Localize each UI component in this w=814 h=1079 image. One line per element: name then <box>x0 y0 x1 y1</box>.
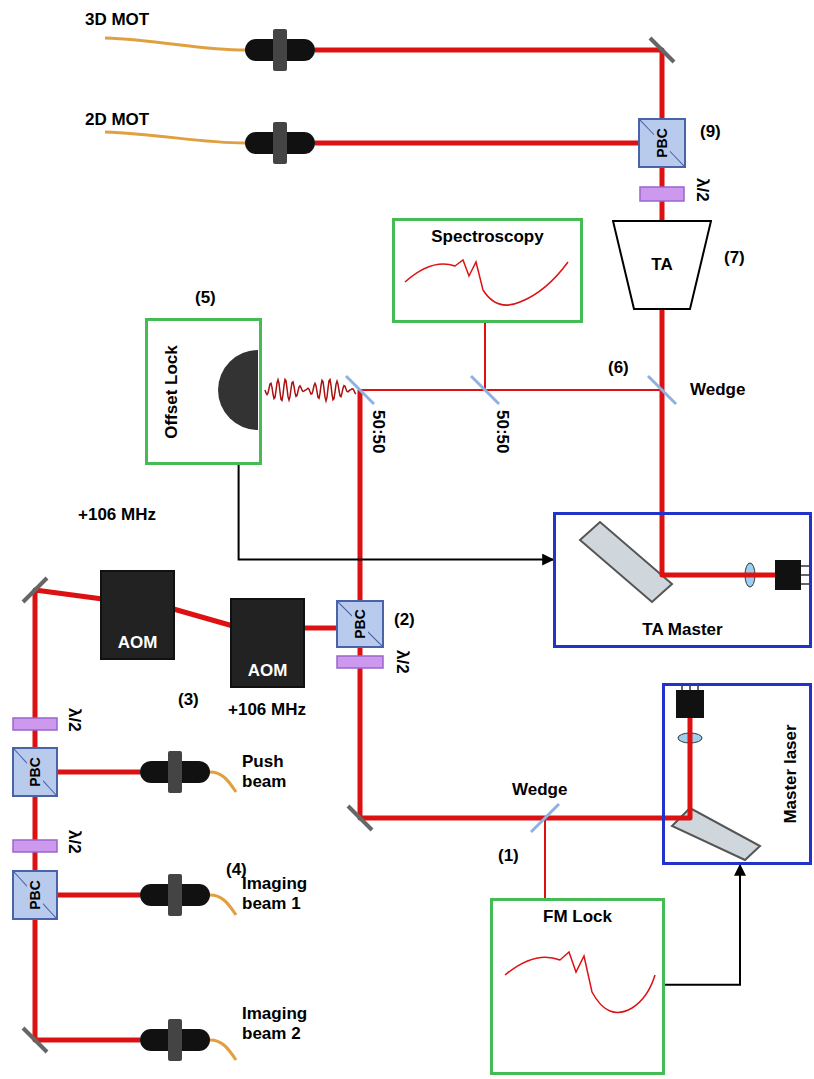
fiber-coupler <box>245 29 315 71</box>
fiber-coupler <box>140 874 210 916</box>
part-label: 3D MOT <box>85 10 149 30</box>
beam-splitter <box>346 376 676 832</box>
fiber-coupler <box>140 751 210 793</box>
laser-diode <box>775 560 801 590</box>
node-label: TA <box>651 255 672 275</box>
node-label: Master laser <box>781 724 801 823</box>
part-label: 2D MOT <box>85 110 149 130</box>
beam-cube: PBC <box>12 747 58 797</box>
part-label: λ/2 <box>64 708 84 732</box>
beat-note <box>265 380 356 401</box>
part-label: Wedge <box>512 780 567 800</box>
part-label: 50:50 <box>492 410 512 453</box>
callout-number: (6) <box>608 358 629 378</box>
spectroscopy-box: Spectroscopy <box>392 218 583 323</box>
beam-cube: PBC <box>638 118 686 168</box>
callout-number: (9) <box>700 122 721 142</box>
part-label: +106 MHz <box>78 505 156 525</box>
fiber <box>105 38 245 1060</box>
callout-number: (7) <box>724 248 745 268</box>
node-label: AOM <box>118 633 158 653</box>
feedback-arrow <box>665 865 740 985</box>
node-label: PBC <box>27 879 43 911</box>
laser-beam-weak <box>360 323 662 898</box>
laser-box: Master laser <box>662 683 812 865</box>
part-label: Imaging beam 2 <box>242 1004 322 1043</box>
callout-number: (3) <box>178 690 199 710</box>
callout-number: (1) <box>498 846 519 866</box>
callout-number: (2) <box>394 610 415 630</box>
grating-mount <box>580 522 672 602</box>
feedback-arrow <box>239 465 553 560</box>
node-label: FM Lock <box>543 907 612 927</box>
node-label: TA Master <box>642 620 722 640</box>
lock-box: Offset Lock <box>145 318 262 465</box>
beam-cube: PBC <box>336 600 384 648</box>
callout-number: (5) <box>195 288 216 308</box>
node-label: Offset Lock <box>162 345 182 439</box>
laser-beam <box>35 50 775 1040</box>
fiber-coupler <box>140 1019 210 1061</box>
aom-box: AOM <box>230 598 305 688</box>
part-label: Imaging beam 1 <box>242 874 322 913</box>
node-label: Spectroscopy <box>431 227 543 247</box>
part-label: Push beam <box>242 752 312 791</box>
beam-cube: PBC <box>12 870 58 920</box>
aom-box: AOM <box>100 570 175 660</box>
node-label: PBC <box>654 127 670 159</box>
lock-box: FM Lock <box>490 898 665 1075</box>
laser-box: TA Master <box>553 512 812 648</box>
part-label: λ/2 <box>392 650 412 674</box>
node-label: PBC <box>352 608 368 640</box>
spectrum-plot <box>405 260 568 305</box>
photodiode <box>218 350 258 430</box>
spectrum-plot <box>505 952 655 1012</box>
half-wave-plate <box>13 187 684 852</box>
amplifier-trapezoid: TA <box>612 220 712 310</box>
laser-diode <box>676 690 704 718</box>
part-label: 50:50 <box>368 410 388 453</box>
part-label: λ/2 <box>692 178 712 202</box>
part-label: +106 MHz <box>228 700 306 720</box>
part-label: Wedge <box>690 380 745 400</box>
fiber-coupler <box>245 122 315 164</box>
part-label: λ/2 <box>64 830 84 854</box>
node-label: PBC <box>27 756 43 788</box>
node-label: AOM <box>248 661 288 681</box>
